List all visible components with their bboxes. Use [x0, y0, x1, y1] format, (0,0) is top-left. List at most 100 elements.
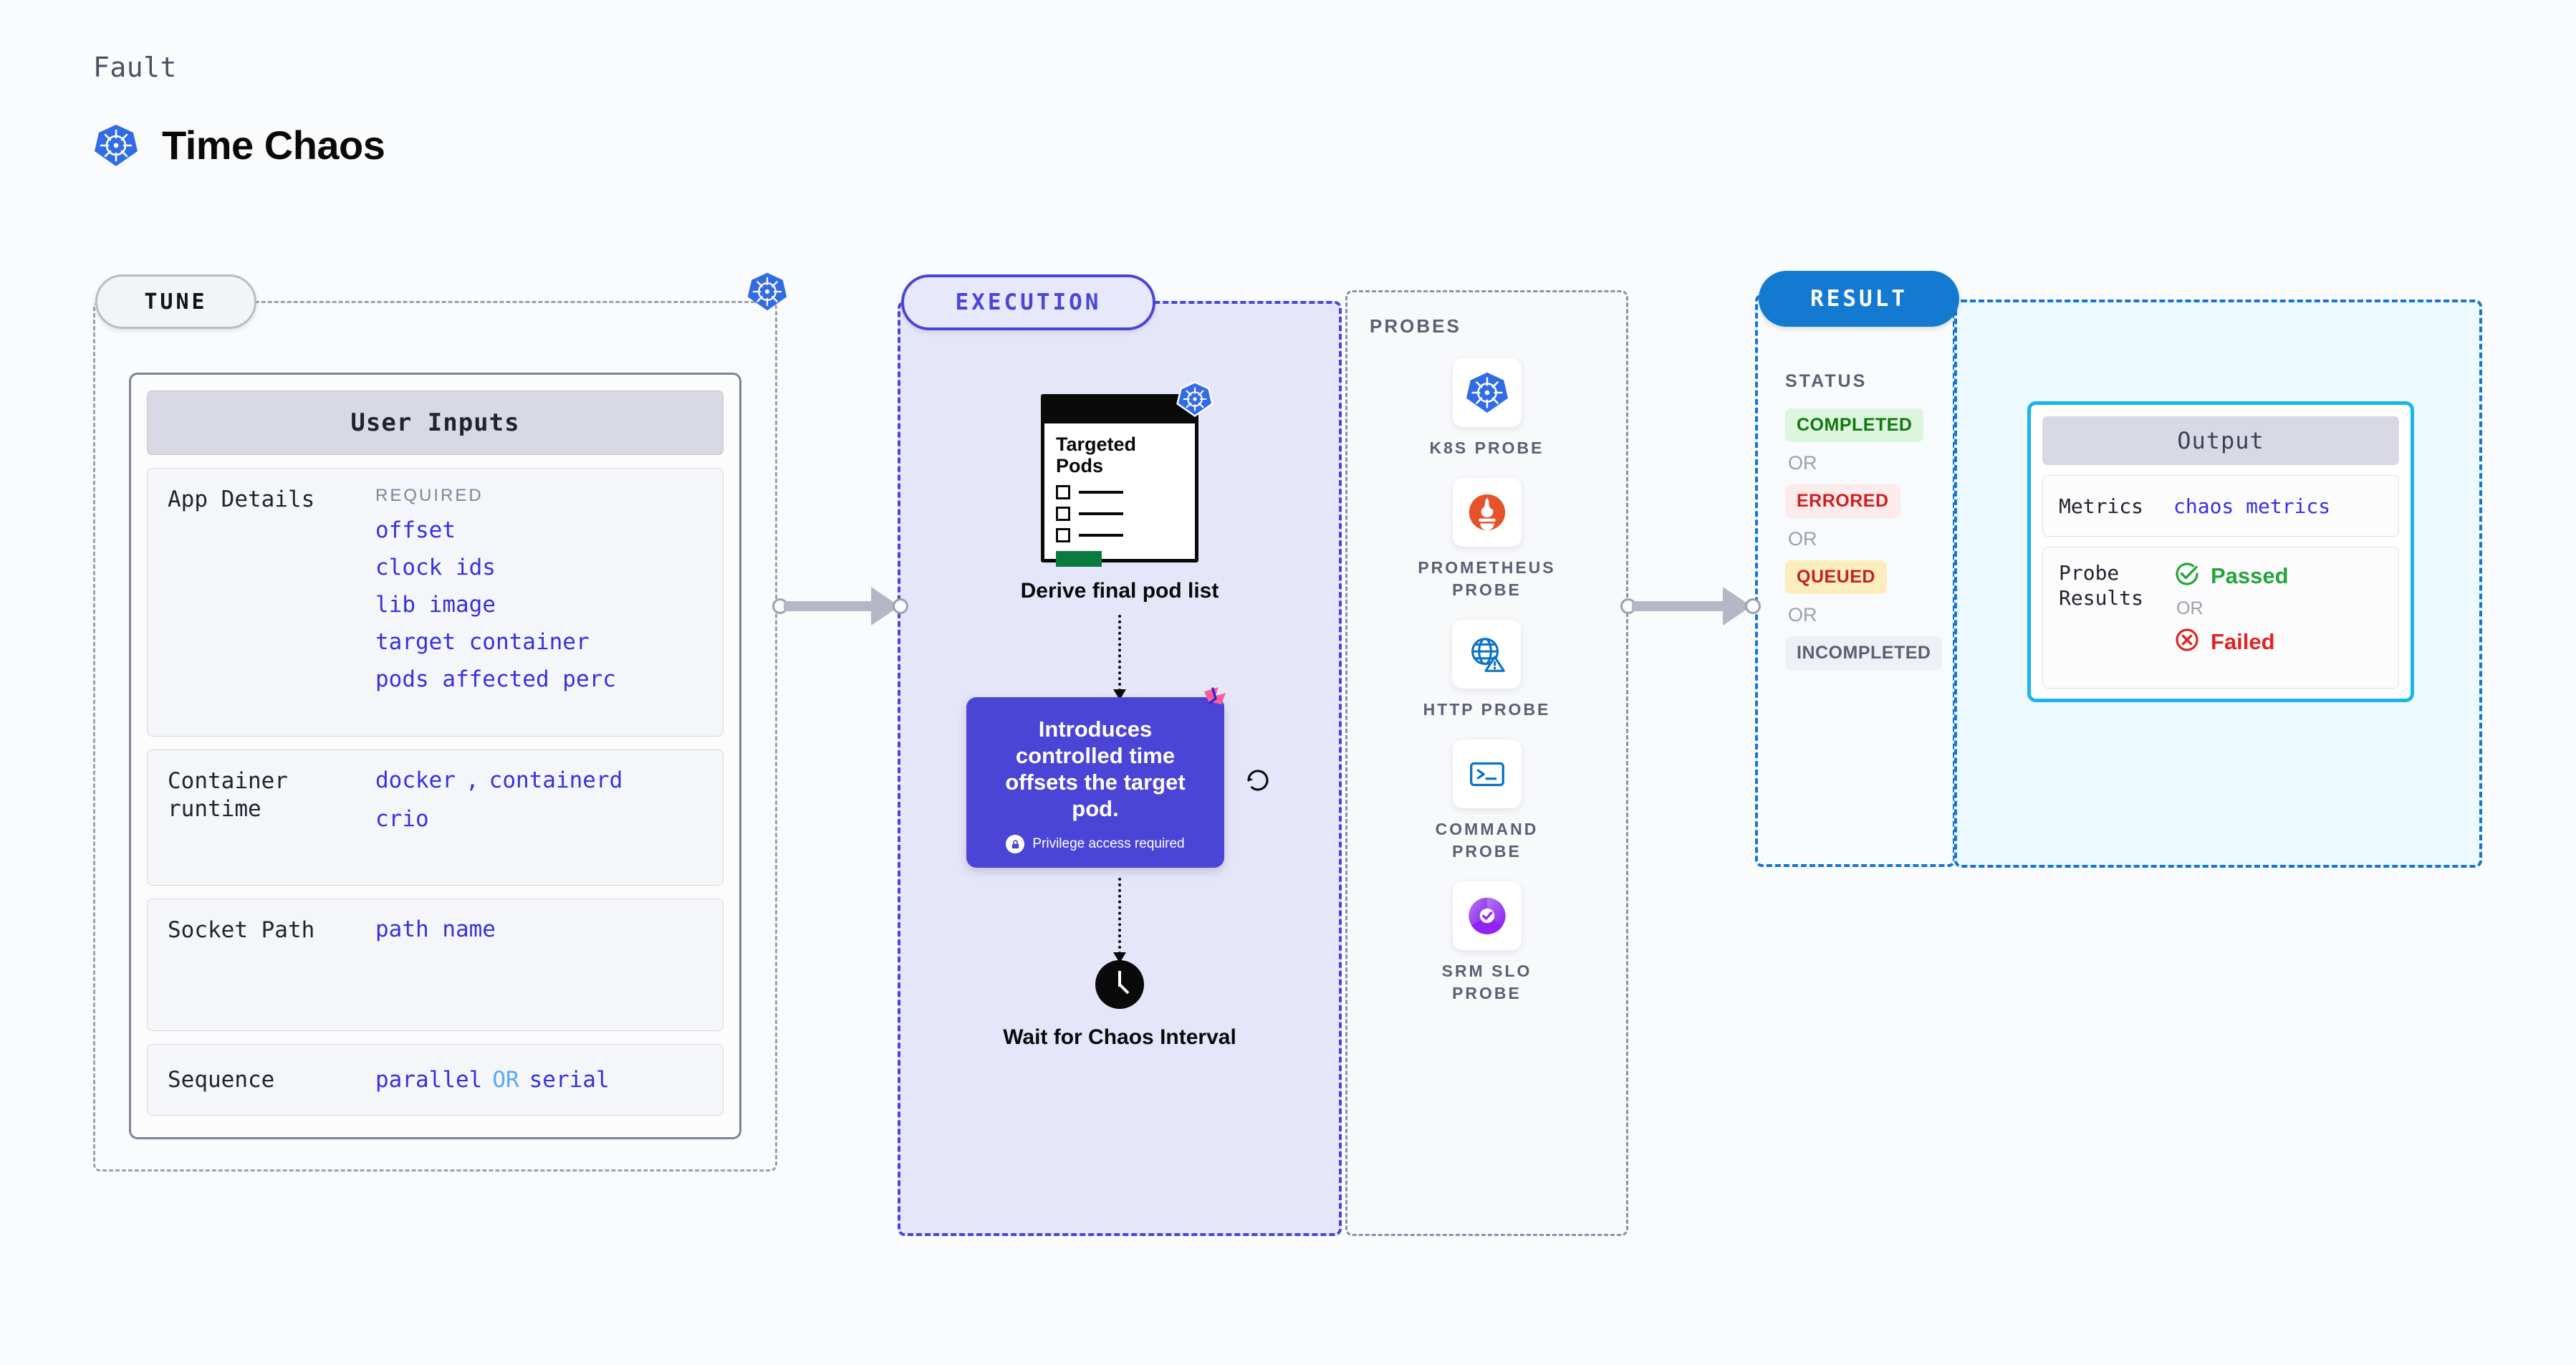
description-row: Introduces controlled time offsets the t…	[966, 686, 1273, 868]
placeholder-line	[1079, 491, 1123, 494]
probe-item-command[interactable]: COMMAND PROBE	[1412, 739, 1562, 863]
stage-badge-tune[interactable]: TUNE	[95, 274, 256, 329]
input-label: Sequence	[168, 1066, 275, 1093]
connector-bar	[784, 601, 877, 611]
http-globe-icon	[1452, 620, 1522, 689]
lock-icon	[1006, 835, 1025, 854]
probe-item-prometheus[interactable]: PROMETHEUS PROBE	[1412, 478, 1562, 601]
status-badge-errored: ERRORED	[1785, 484, 1900, 518]
fault-description-text: Introduces controlled time offsets the t…	[1005, 716, 1186, 822]
input-label: Container runtime	[168, 768, 288, 822]
privilege-note-text: Privilege access required	[1032, 836, 1185, 852]
page-title-row: Time Chaos	[93, 122, 385, 168]
status-title: STATUS	[1785, 371, 1868, 391]
status-badge-queued: QUEUED	[1785, 560, 1887, 594]
output-label: Metrics	[2059, 494, 2144, 518]
probe-result-failed: Failed	[2173, 626, 2289, 657]
probes-list: K8S PROBE PROMETHEUS PROBE	[1345, 358, 1628, 1005]
check-circle-icon	[2173, 560, 2201, 591]
status-list: COMPLETED OR ERRORED OR QUEUED OR INCOMP…	[1785, 408, 1950, 670]
input-values: docker , containerd crio	[375, 767, 703, 832]
input-value: target container	[375, 629, 590, 655]
derive-pod-list-label: Derive final pod list	[1020, 579, 1219, 603]
input-value: lib image	[375, 592, 496, 618]
input-value: pods affected perc	[375, 666, 616, 692]
card-titlebar	[1044, 398, 1195, 423]
probe-result-values: Passed OR Failed	[2173, 560, 2289, 657]
stage-badge-result[interactable]: RESULT	[1759, 271, 1959, 327]
probe-item-http[interactable]: HTTP PROBE	[1423, 620, 1551, 721]
probe-result-or: OR	[2176, 598, 2203, 618]
failed-label: Failed	[2211, 628, 2275, 654]
probe-label: HTTP PROBE	[1423, 700, 1551, 719]
user-inputs-title: User Inputs	[147, 391, 724, 455]
status-or: OR	[1788, 604, 1817, 626]
srm-slo-icon	[1452, 881, 1522, 951]
pods-checklist	[1056, 485, 1183, 543]
input-value: crio	[375, 806, 429, 832]
list-item	[1056, 485, 1183, 500]
input-value: containerd	[489, 767, 623, 793]
input-value: serial	[529, 1067, 610, 1093]
input-row-app-details[interactable]: App Details REQUIRED offset clock ids li…	[147, 468, 724, 737]
input-label: Socket Path	[168, 917, 315, 943]
input-row-sequence[interactable]: Sequence parallel OR serial	[147, 1044, 724, 1116]
checkbox-icon	[1056, 528, 1070, 543]
probe-label: PROMETHEUS PROBE	[1418, 558, 1556, 600]
tune-panel	[93, 301, 777, 1172]
value-separator: ,	[465, 767, 479, 793]
connector-node	[1745, 598, 1761, 614]
list-item	[1056, 528, 1183, 543]
privilege-note: Privilege access required	[982, 835, 1208, 854]
input-row-socket-path[interactable]: Socket Path path name	[147, 899, 724, 1031]
flow-arrow	[1113, 878, 1126, 964]
value-or: OR	[492, 1067, 519, 1093]
prometheus-icon	[1452, 478, 1522, 547]
input-value: clock ids	[375, 555, 496, 580]
status-bar	[1056, 551, 1102, 567]
terminal-icon	[1452, 739, 1522, 809]
checkbox-icon	[1056, 485, 1070, 500]
page-title: Time Chaos	[162, 123, 385, 168]
placeholder-line	[1079, 534, 1123, 537]
kubernetes-icon	[746, 271, 788, 316]
refresh-icon[interactable]	[1243, 765, 1273, 799]
probe-label: COMMAND PROBE	[1435, 820, 1539, 861]
input-values: parallel OR serial	[375, 1067, 703, 1093]
status-or: OR	[1788, 452, 1817, 474]
probe-result-passed: Passed	[2173, 560, 2289, 591]
x-circle-icon	[2173, 626, 2201, 657]
placeholder-line	[1079, 512, 1123, 516]
targeted-pods-card: Targeted Pods	[1041, 381, 1213, 567]
passed-label: Passed	[2211, 562, 2289, 588]
connector-node	[893, 598, 908, 614]
flow-arrow	[1113, 614, 1126, 700]
checkbox-icon	[1056, 507, 1070, 522]
kubernetes-icon	[1452, 358, 1522, 427]
status-badge-incompleted: INCOMPLETED	[1785, 636, 1943, 670]
stage-badge-execution[interactable]: EXECUTION	[901, 274, 1155, 330]
input-values: REQUIRED offset clock ids lib image targ…	[375, 486, 703, 692]
input-value: offset	[375, 517, 456, 543]
connector-bar	[1632, 601, 1729, 611]
input-label: App Details	[168, 487, 315, 512]
list-item	[1056, 507, 1183, 522]
status-badge-completed: COMPLETED	[1785, 408, 1924, 442]
probe-item-k8s[interactable]: K8S PROBE	[1430, 358, 1544, 459]
connector-tune-to-execution	[772, 582, 915, 632]
probe-label: K8S PROBE	[1429, 439, 1544, 457]
input-value: docker	[375, 767, 456, 793]
probe-item-srm-slo[interactable]: SRM SLO PROBE	[1412, 881, 1562, 1005]
kubernetes-icon	[93, 123, 139, 168]
output-row-probe-results[interactable]: Probe Results Passed OR	[2042, 547, 2399, 689]
output-row-metrics[interactable]: Metrics chaos metrics	[2042, 475, 2399, 537]
connector-execution-to-result	[1620, 582, 1771, 632]
execution-flow: Targeted Pods	[898, 358, 1342, 1051]
input-value: path name	[375, 916, 496, 942]
clock-icon	[1095, 960, 1144, 1010]
kubernetes-icon	[1176, 380, 1213, 421]
wait-for-chaos-label: Wait for Chaos Interval	[1003, 1025, 1236, 1050]
input-row-container-runtime[interactable]: Container runtime docker , containerd cr…	[147, 749, 724, 886]
output-label: Probe Results	[2059, 561, 2144, 610]
